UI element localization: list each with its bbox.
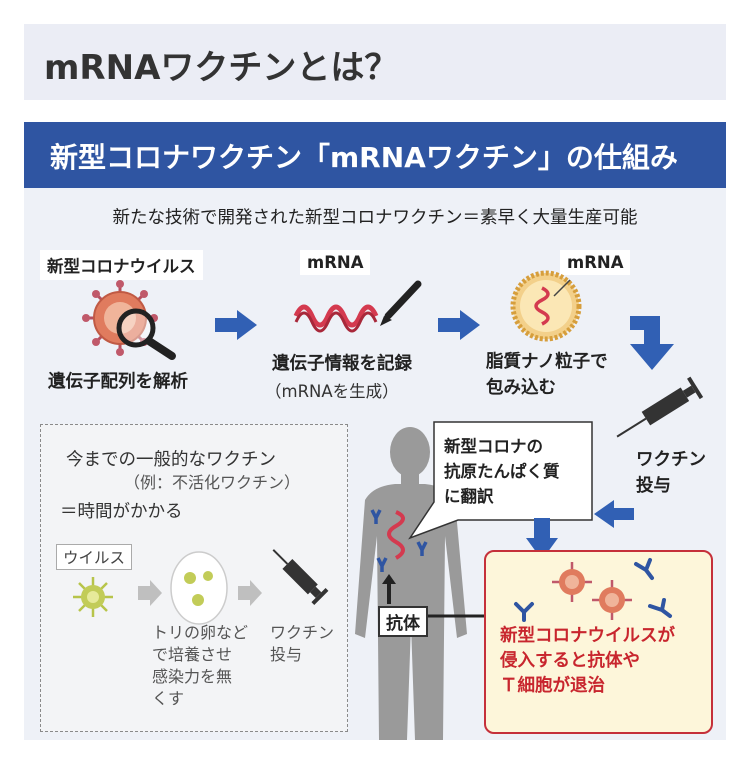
step3-tag: mRNA (560, 250, 631, 275)
step2-sub: （mRNAを生成） (265, 382, 399, 401)
result-line2: 侵入すると抗体や (500, 651, 640, 671)
egg-line1: トリの卵など (152, 623, 249, 642)
egg-text: トリの卵など で培養させ 感染力を無 くす (152, 622, 248, 710)
bubble-line3: に翻訳 (444, 487, 494, 506)
egg-line2: で培養させ (152, 645, 233, 664)
old-syringe-icon (272, 549, 329, 605)
magnifier-icon (116, 308, 176, 360)
step2-tag: mRNA (300, 250, 371, 275)
lipid-nanoparticle-icon (510, 270, 582, 342)
bubble-line2: 抗原たんぱく質 (444, 462, 560, 481)
old-admin-line2: 投与 (270, 645, 303, 664)
diagram-header-title: 新型コロナワクチン「mRNAワクチン」の仕組み (50, 141, 678, 174)
step3-label-line2: 包み込む (486, 378, 556, 398)
result-text: 新型コロナウイルスが 侵入すると抗体や Ｔ細胞が退治 (500, 624, 675, 699)
gray-arrow-icon (238, 580, 262, 606)
old-admin-line1: ワクチン (270, 623, 335, 642)
arrow-bend-down-icon (630, 316, 674, 370)
old-vaccine-title: 今までの一般的なワクチン (66, 450, 276, 470)
pen-icon (380, 280, 422, 326)
page-title: mRNAワクチンとは？ (44, 48, 399, 88)
speech-bubble (408, 421, 593, 540)
bubble-text: 新型コロナの 抗原たんぱく質 に翻訳 (444, 434, 560, 509)
antibody-virus-icon (514, 558, 672, 622)
antibody-label: 抗体 (378, 606, 428, 637)
step3-label-line1: 脂質ナノ粒子で (486, 352, 608, 372)
arrow-down-icon (526, 518, 558, 560)
step1-tag: 新型コロナウイルス (40, 250, 203, 280)
arrow-up-icon (382, 574, 396, 604)
title-bar (24, 24, 726, 100)
diagram-subtitle: 新たな技術で開発された新型コロナワクチン＝素早く大量生産可能 (112, 208, 638, 228)
green-virus-icon (73, 577, 113, 617)
result-line1: 新型コロナウイルスが (500, 626, 675, 646)
bubble-line1: 新型コロナの (444, 437, 543, 456)
diagram-header (24, 122, 726, 188)
result-box (484, 550, 713, 734)
old-virus-tag: ウイルス (56, 544, 133, 570)
step4-label-line2: 投与 (636, 476, 671, 496)
step2-label: 遺伝子情報を記録 (272, 354, 412, 374)
result-line3: Ｔ細胞が退治 (500, 676, 605, 696)
mrna-strand-icon (293, 304, 379, 333)
old-vaccine-example: （例：不活化ワクチン） (124, 473, 301, 492)
step4-label-line1: ワクチン (636, 450, 706, 470)
egg-line3: 感染力を無 (152, 667, 233, 686)
syringe-icon (616, 376, 704, 438)
step1-label: 遺伝子配列を解析 (48, 372, 188, 392)
arrow-right-icon (215, 310, 257, 340)
arrow-left-icon (594, 500, 634, 528)
old-admin-text: ワクチン 投与 (270, 622, 334, 666)
body-mrna-icon (370, 509, 428, 572)
egg-icon (170, 551, 228, 625)
egg-line4: くす (152, 689, 185, 708)
arrow-right-icon (438, 310, 480, 340)
old-vaccine-time: ＝時間がかかる (60, 502, 183, 522)
gray-arrow-icon (138, 580, 162, 606)
